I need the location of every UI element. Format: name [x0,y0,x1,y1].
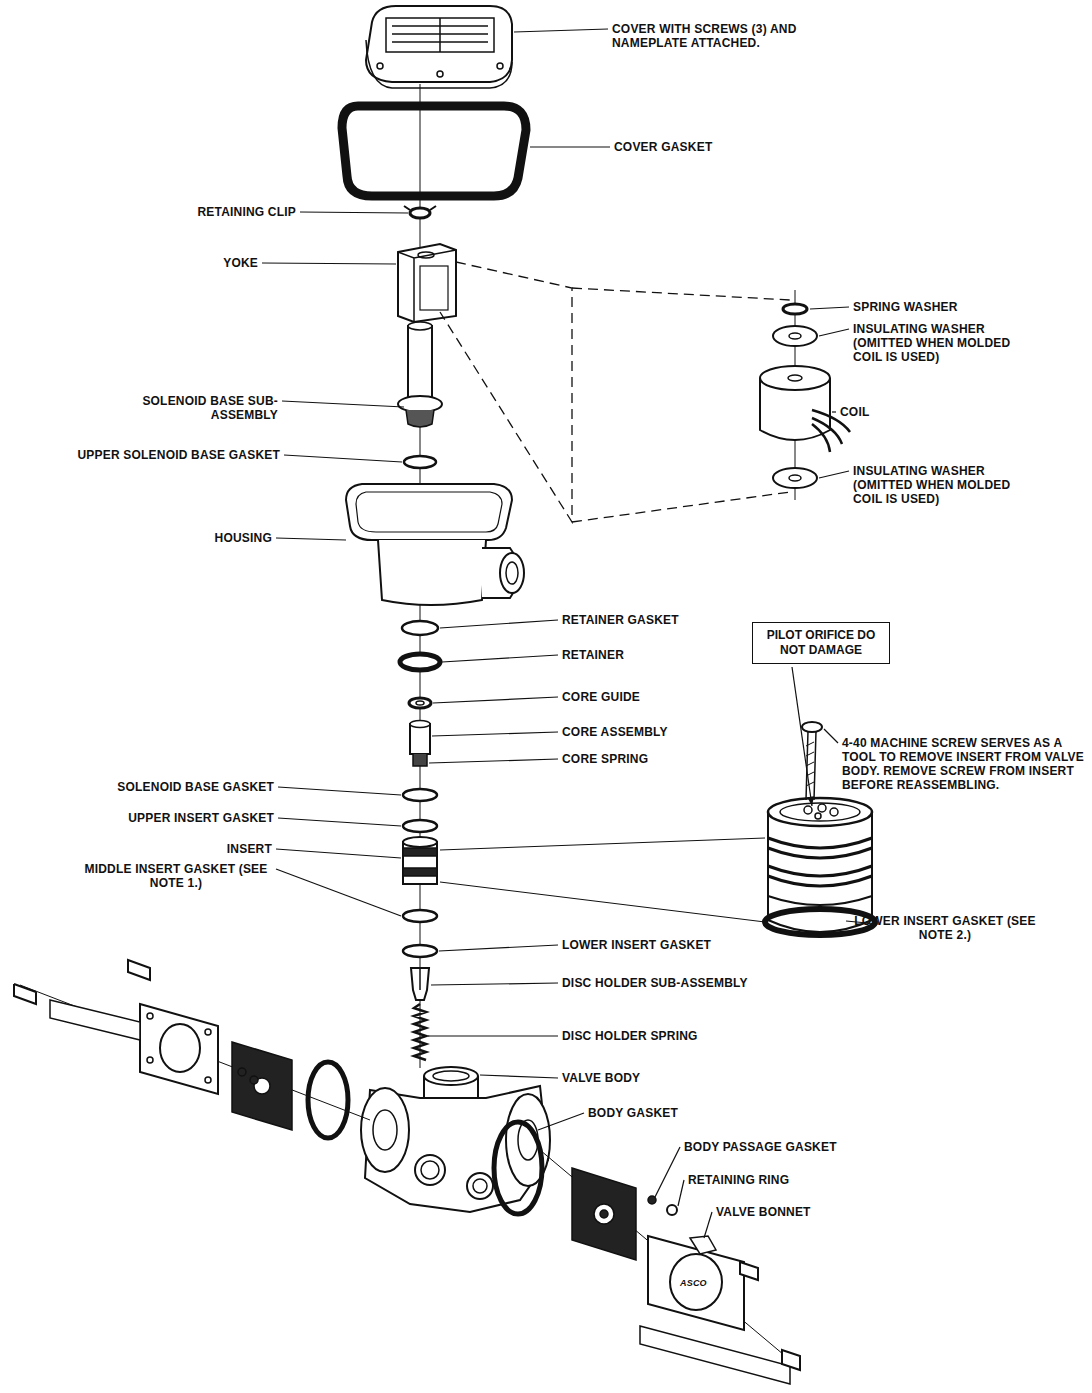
leader-line [442,655,558,662]
part-label: UPPER INSERT GASKET [128,811,274,825]
part-label: SOLENOID BASE GASKET [117,780,274,794]
leader-line [276,869,401,916]
part-label: COVER WITH SCREWS (3) AND NAMEPLATE ATTA… [612,22,822,50]
warning-box: PILOT ORIFICE DO NOT DAMAGE [752,622,890,664]
leader-line [538,1113,584,1130]
part-label: YOKE [223,256,258,270]
leader-line [704,1212,712,1238]
part-label: BODY PASSAGE GASKET [684,1140,837,1154]
leader-line [282,401,404,407]
part-label: DISC HOLDER SPRING [562,1029,698,1043]
part-label: BODY GASKET [588,1106,678,1120]
leader-line [832,411,836,412]
leader-line [439,945,558,951]
part-label: UPPER SOLENOID BASE GASKET [77,448,280,462]
leader-line [429,759,558,763]
part-label: DISC HOLDER SUB-ASSEMBLY [562,976,748,990]
leader-line [678,1180,684,1206]
leader-line [300,212,408,213]
leader-line [824,729,838,743]
part-label: 4-40 MACHINE SCREW SERVES AS A TOOL TO R… [842,736,1087,792]
part-label: INSERT [227,842,272,856]
part-label: RETAINER GASKET [562,613,679,627]
leader-line [530,146,610,147]
pointer-line [792,667,812,806]
leader-line [278,787,401,795]
part-label: SOLENOID BASE SUB-ASSEMBLY [138,394,278,422]
part-label: VALVE BONNET [716,1205,811,1219]
leader-line [276,538,346,540]
leader-line [480,1075,558,1078]
part-label: LOWER INSERT GASKET [562,938,711,952]
leader-line [655,1147,680,1197]
leader-line [428,1035,558,1036]
part-label: CORE ASSEMBLY [562,725,668,739]
leader-line [810,307,849,309]
leader-line [432,732,558,736]
leader-line [440,620,558,628]
leader-line [278,818,401,826]
leader-line [819,329,849,336]
part-label: INSULATING WASHER (OMITTED WHEN MOLDED C… [853,322,1033,364]
part-label: RETAINER [562,648,624,662]
part-label: CORE GUIDE [562,690,640,704]
part-label: HOUSING [215,531,272,545]
part-label: RETAINING CLIP [197,205,296,219]
part-label: LOWER INSERT GASKET (SEE NOTE 2.) [850,914,1040,942]
arrow-head [807,796,814,806]
leader-line [514,29,608,32]
part-label: MIDDLE INSERT GASKET (SEE NOTE 1.) [80,862,272,890]
leader-line [819,471,849,478]
part-label: CORE SPRING [562,752,648,766]
leader-line [276,849,401,858]
part-label: INSULATING WASHER (OMITTED WHEN MOLDED C… [853,464,1033,506]
part-label: COVER GASKET [614,140,712,154]
warning-text: PILOT ORIFICE DO NOT DAMAGE [759,628,883,658]
part-label: SPRING WASHER [853,300,958,314]
leader-line [431,983,558,985]
leader-line [284,455,402,462]
part-label: RETAINING RING [688,1173,789,1187]
part-label: COIL [840,405,869,419]
leader-line [262,263,396,264]
brand-mark: ASCO [680,1276,707,1290]
leader-line [433,697,558,703]
part-label: VALVE BODY [562,1071,640,1085]
